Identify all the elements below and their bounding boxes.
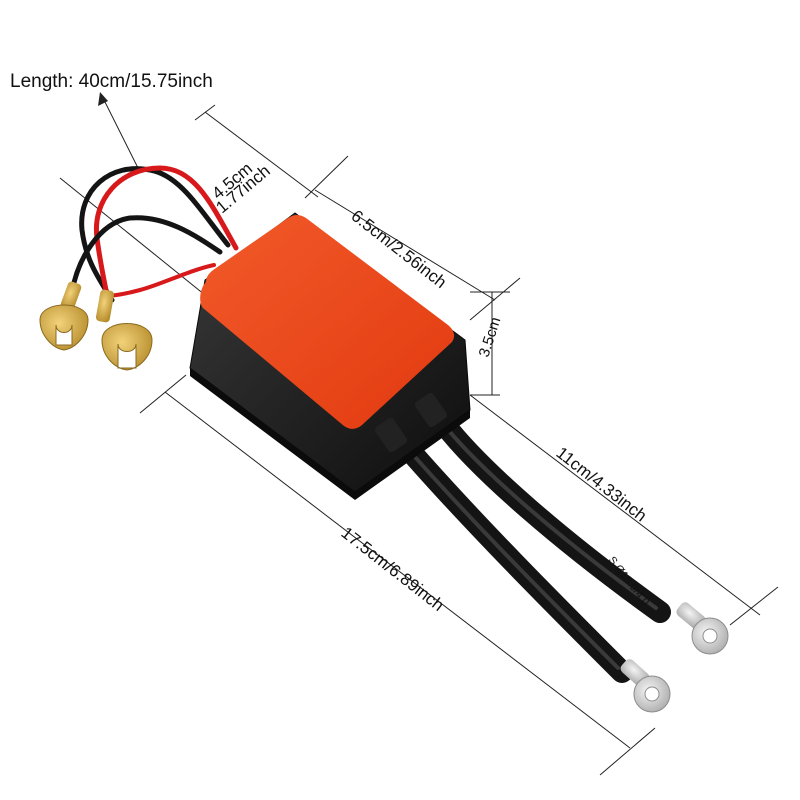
wire-length-label: Length: 40cm/15.75inch [10,71,213,92]
spade-terminal-left [39,281,89,351]
thick-cables: S Ø18.0/4.0 [394,414,671,683]
cable-length-label: 11cm/4.33inch [553,443,651,525]
arrow-head-icon [98,92,108,106]
ring-terminal-lower [620,659,671,713]
thin-wire-loop [69,165,239,303]
wire-length-arrow [102,97,139,169]
orange-top-panel [200,215,455,429]
spade-terminal-right [95,289,153,371]
total-length-dim-line [164,391,631,749]
box-height-label: 3.5cm [476,315,505,359]
box-width-dim-line [204,111,319,198]
box-length-dim-line [314,189,496,301]
dimension-lines [59,92,779,776]
total-length-label: 17.5cm/6.89inch [338,523,448,615]
cable-length-dim-line [469,394,761,616]
ring-terminal-upper [676,602,729,655]
